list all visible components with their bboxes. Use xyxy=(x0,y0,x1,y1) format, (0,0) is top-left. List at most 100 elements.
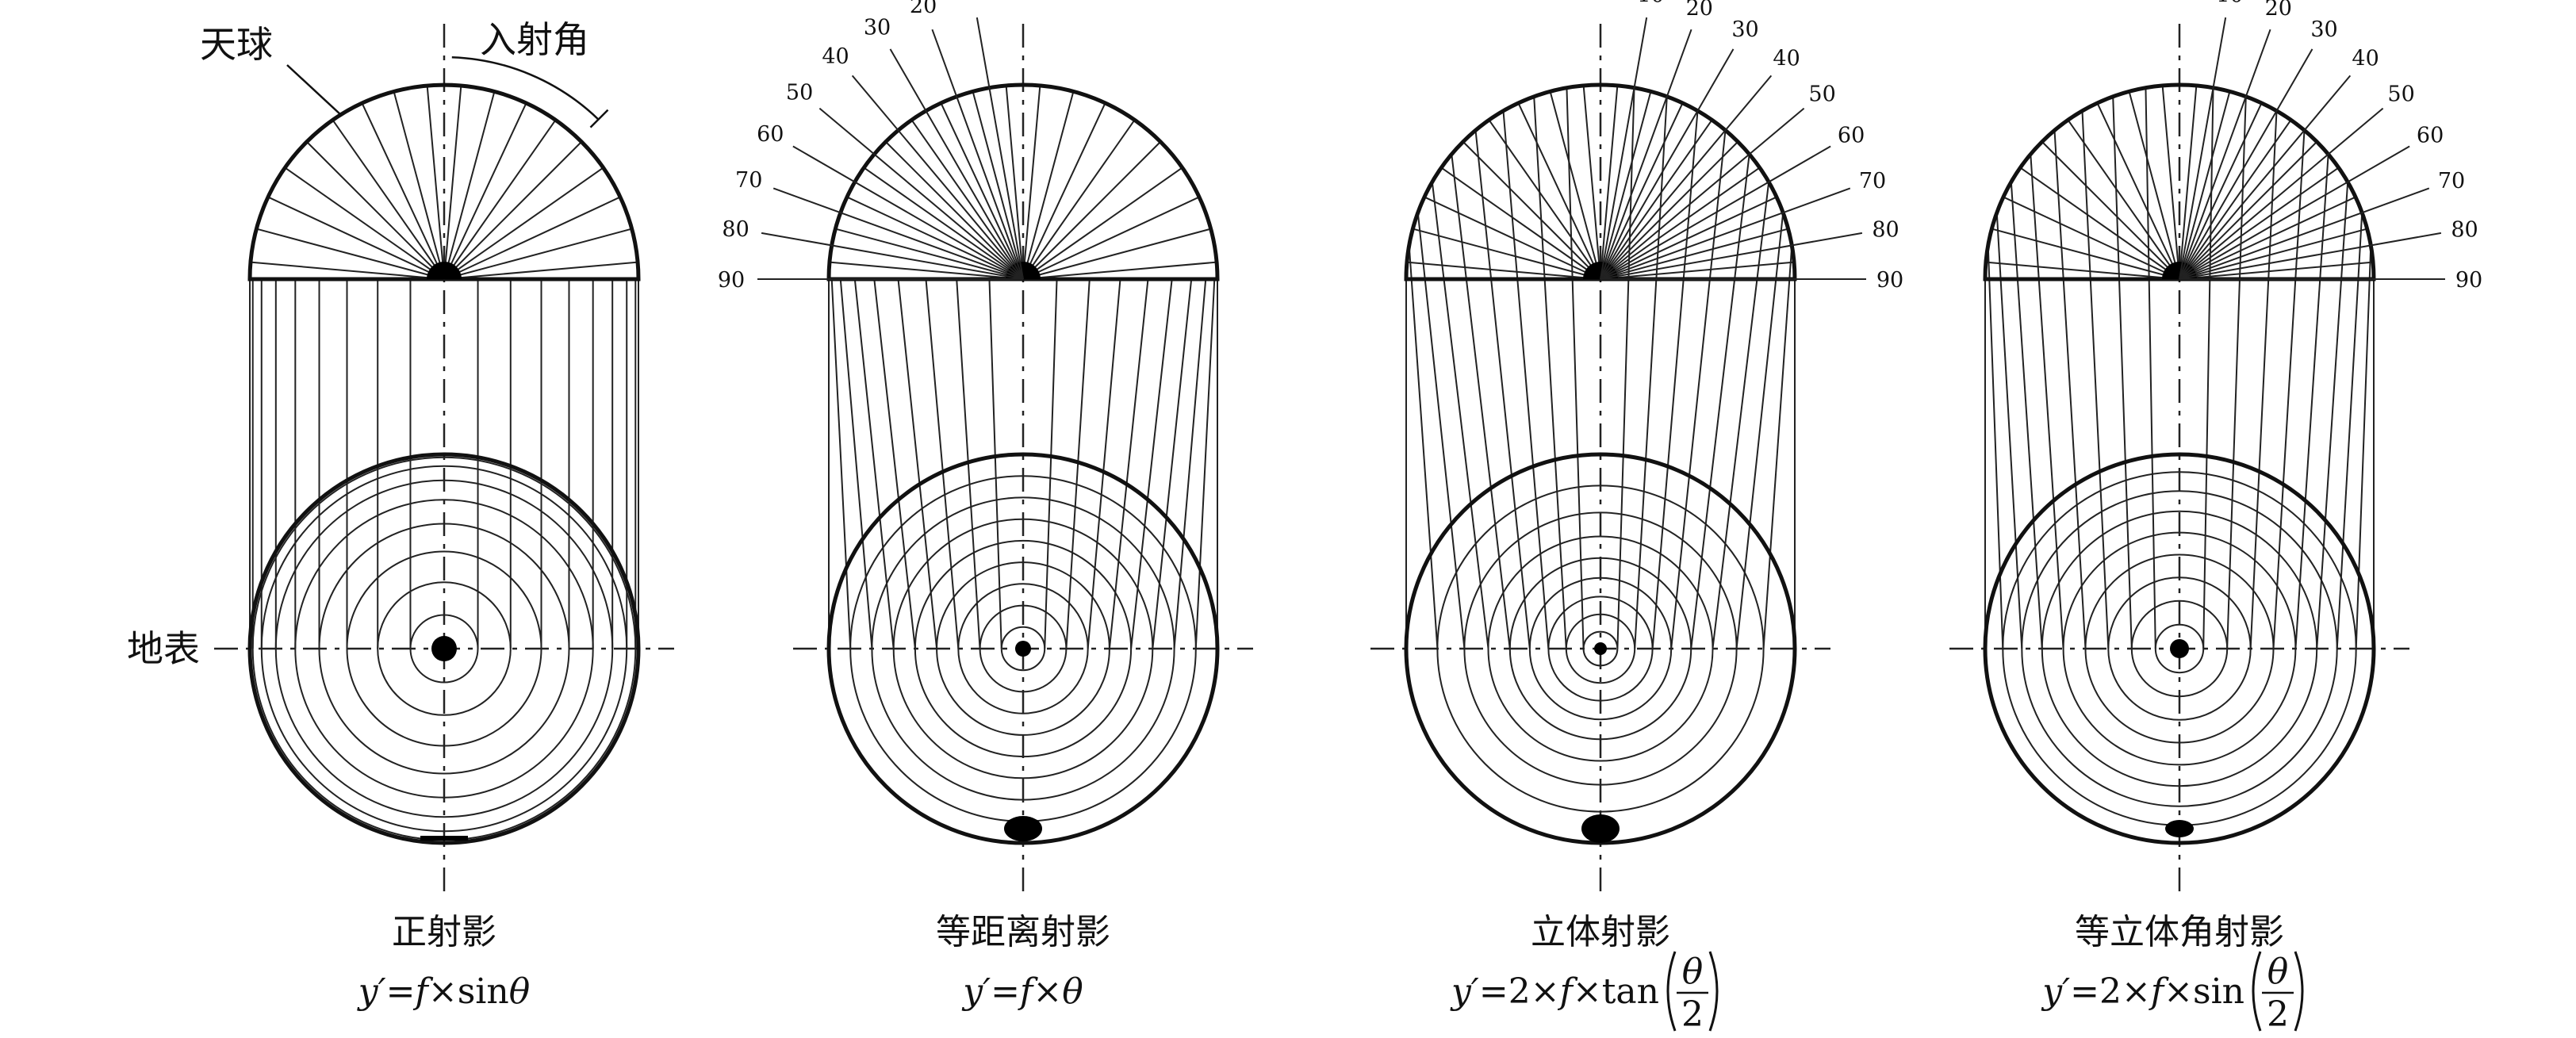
angle-tick-line xyxy=(2179,232,2442,280)
projection-circle xyxy=(1000,626,1046,672)
projection-line xyxy=(897,278,938,649)
angle-tick-label: 80 xyxy=(2451,218,2478,243)
projection-circle xyxy=(914,539,1133,758)
angle-tick-label: 20 xyxy=(2265,0,2292,21)
radial-line xyxy=(1600,102,1684,280)
angle-tick-line xyxy=(2179,17,2227,280)
formula-times: × xyxy=(1033,971,1062,1012)
celestial-sphere-label: 天球 xyxy=(200,23,273,66)
radial-line xyxy=(306,141,445,280)
projection-line xyxy=(1690,154,1750,649)
incident-angle-arc xyxy=(451,56,600,121)
panel-equisolid: 0102030405060708090 xyxy=(1949,0,2482,896)
radial-line xyxy=(2161,85,2180,280)
caption-equisolid: 等立体角射影 xyxy=(2075,912,2284,952)
radial-line xyxy=(2003,196,2180,280)
angle-tick-label: 0 xyxy=(1593,0,1607,3)
angle-tick-label: 20 xyxy=(1686,0,1713,21)
formula-equisolid: y′=2×f×sin θ 2 xyxy=(2041,951,2304,1035)
formula-coef: 2 xyxy=(2099,971,2122,1012)
radial-line xyxy=(1022,102,1106,280)
formula-lhs: y′ xyxy=(961,971,991,1012)
radial-line xyxy=(1600,228,1788,280)
angle-tick-label: 0 xyxy=(2172,0,2186,3)
projection-line xyxy=(873,278,916,649)
angle-tick-label: 50 xyxy=(786,81,813,105)
projection-line xyxy=(1634,96,1668,649)
angle-tick-label: 30 xyxy=(2310,17,2337,42)
formula-equidistant: y′=f×θ xyxy=(961,971,1083,1012)
projection-line xyxy=(2053,130,2087,649)
image-circle xyxy=(826,452,1220,845)
formula-den: 2 xyxy=(1681,994,1704,1035)
formula-orthographic: y′=f×sinθ xyxy=(357,971,530,1012)
radial-line xyxy=(1022,91,1075,280)
angle-tick-line xyxy=(818,107,1024,280)
left-paren xyxy=(2252,951,2262,1032)
angle-tick-line xyxy=(761,232,1024,280)
projection-circle xyxy=(1508,557,1692,741)
bottom-mark xyxy=(1581,814,1620,843)
radial-line xyxy=(1600,167,1761,280)
radial-line xyxy=(443,261,638,280)
radial-line xyxy=(2179,167,2340,280)
incident-angle-label: 入射角 xyxy=(480,18,589,61)
formula-arg: θ xyxy=(1062,971,1083,1012)
radial-line xyxy=(2179,261,2374,280)
panels-layer: 1020304050607080900102030405060708090010… xyxy=(214,0,2482,896)
formula-num: θ xyxy=(1682,952,1704,992)
projection-line xyxy=(2112,96,2133,649)
angle-tick-label: 40 xyxy=(2352,46,2379,71)
formula-times: × xyxy=(428,971,458,1012)
formula-func: sin xyxy=(2193,971,2244,1012)
projection-line xyxy=(1431,182,1489,649)
projection-line xyxy=(1173,278,1207,649)
radial-line xyxy=(1022,228,1211,280)
projection-line xyxy=(2355,245,2372,649)
caption-orthographic: 正射影 xyxy=(392,912,496,952)
formula-eq: = xyxy=(1479,971,1508,1012)
formula-func: sin xyxy=(458,971,509,1012)
projection-line xyxy=(988,278,1002,649)
projection-line xyxy=(2226,96,2247,649)
projection-circle xyxy=(892,518,1154,779)
radial-line xyxy=(829,261,1024,280)
panel-stereographic: 0102030405060708090 xyxy=(1370,0,1903,896)
projection-line xyxy=(1566,87,1585,649)
radial-line xyxy=(443,91,496,280)
radial-line xyxy=(2179,85,2198,280)
projection-circle xyxy=(1582,630,1619,667)
image-circle xyxy=(247,452,641,845)
angle-tick-label: 50 xyxy=(2387,82,2414,106)
angle-tick-label: 50 xyxy=(1808,82,1835,106)
radial-line xyxy=(393,91,445,280)
radial-line xyxy=(1985,261,2180,280)
formula-coef: 2 xyxy=(1508,971,1531,1012)
angle-tick-label: 70 xyxy=(735,168,762,193)
angle-tick-line xyxy=(2179,107,2384,280)
formula-eq: = xyxy=(386,971,416,1012)
projection-line xyxy=(1152,278,1193,649)
left-paren xyxy=(1666,951,1677,1032)
radial-line xyxy=(267,196,445,280)
formula-times2: × xyxy=(1573,971,1602,1012)
zenith-dot xyxy=(1594,642,1607,655)
incident-angle-arc-end xyxy=(589,109,609,128)
projection-line xyxy=(830,278,852,649)
radial-line xyxy=(443,228,632,280)
panel-orthographic xyxy=(214,24,674,896)
projection-line xyxy=(2202,87,2214,649)
projection-line xyxy=(2294,154,2329,649)
angle-tick-label: 90 xyxy=(1876,268,1903,293)
projection-line xyxy=(1130,278,1173,649)
projection-circle xyxy=(2062,531,2297,766)
projection-line xyxy=(925,278,960,649)
radial-line xyxy=(1600,119,1713,280)
angle-tick-line xyxy=(2179,187,2430,280)
radial-line xyxy=(1549,91,1601,280)
angle-tick-line xyxy=(772,187,1024,280)
angle-tick-label: 60 xyxy=(2417,124,2444,148)
formula-main: y′=2×f×sin xyxy=(2041,971,2244,1012)
radial-line xyxy=(1600,196,1777,280)
radial-line xyxy=(910,119,1024,280)
